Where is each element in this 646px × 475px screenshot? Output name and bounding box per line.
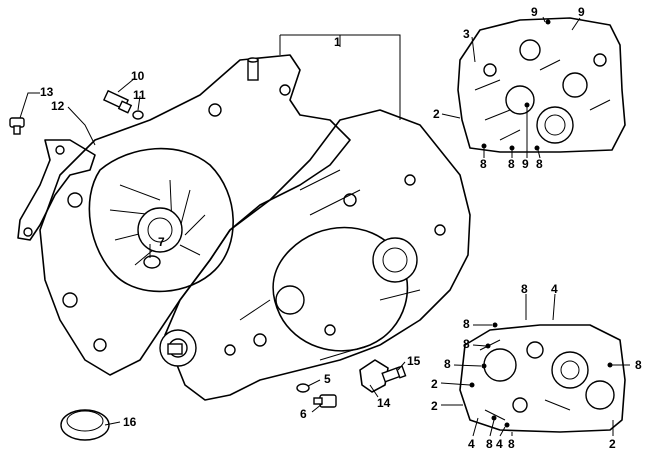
- callout-4-a: 4: [551, 282, 558, 296]
- callout-10: 10: [131, 69, 145, 83]
- o-ring-11: [132, 110, 144, 120]
- callout-8-g: 8: [444, 357, 451, 371]
- callout-14: 14: [377, 396, 391, 410]
- case-half-view-bottom: [459, 322, 626, 433]
- washer-5: [296, 383, 310, 393]
- bolt-6: [313, 394, 337, 408]
- clip-14: [359, 359, 389, 393]
- callout-6: 6: [300, 407, 307, 421]
- callout-9-c: 9: [522, 157, 529, 171]
- callout-7: 7: [158, 235, 165, 249]
- callout-4-c: 4: [496, 437, 503, 451]
- callout-2-b: 2: [431, 377, 438, 391]
- callout-2-d: 2: [609, 437, 616, 451]
- plug-cap-16: [60, 409, 110, 441]
- callout-3: 3: [463, 27, 470, 41]
- callout-5: 5: [324, 372, 331, 386]
- bolt-13: [9, 117, 25, 135]
- crankcase-assembly: [39, 54, 471, 401]
- callout-8-e: 8: [463, 317, 470, 331]
- callout-8-a: 8: [480, 157, 487, 171]
- callout-8-b: 8: [508, 157, 515, 171]
- bracket-12: [17, 139, 96, 241]
- callout-15: 15: [407, 354, 421, 368]
- callout-9-a: 9: [531, 5, 538, 19]
- callout-8-d: 8: [521, 282, 528, 296]
- callout-8-j: 8: [508, 437, 515, 451]
- callout-12: 12: [51, 99, 65, 113]
- callout-1: 1: [334, 35, 341, 49]
- callout-labels: 1 13 12 10 11 7 5 6 14 15 16 3 2 9 9 9 8…: [40, 5, 642, 451]
- callout-16: 16: [123, 415, 137, 429]
- callout-9-b: 9: [578, 5, 585, 19]
- callout-13: 13: [40, 85, 54, 99]
- callout-8-f: 8: [463, 337, 470, 351]
- callout-8-i: 8: [486, 437, 493, 451]
- callout-11: 11: [133, 88, 146, 102]
- fitting-10: [102, 89, 133, 114]
- callout-4-b: 4: [468, 437, 475, 451]
- callout-8-h: 8: [635, 358, 642, 372]
- callout-2-a: 2: [433, 107, 440, 121]
- callout-8-c: 8: [536, 157, 543, 171]
- leader-lines: [19, 16, 630, 437]
- callout-2-c: 2: [431, 399, 438, 413]
- case-half-view-top: [457, 17, 626, 153]
- bolt-15: [381, 365, 407, 383]
